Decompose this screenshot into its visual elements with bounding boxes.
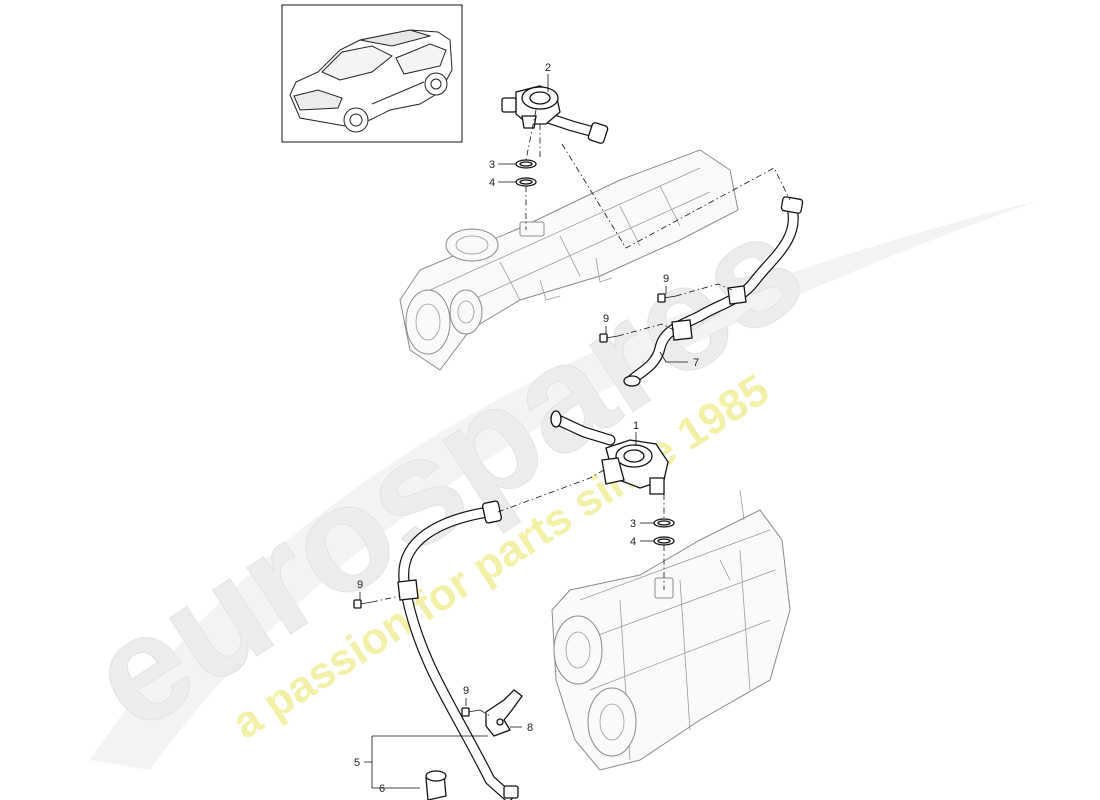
part-5-hose-lower bbox=[397, 500, 519, 800]
callout-2: 2 bbox=[545, 62, 551, 74]
part-8-bracket bbox=[485, 689, 523, 737]
bolt-b bbox=[599, 333, 619, 343]
callout-9-b: 9 bbox=[603, 313, 609, 325]
upper-cylinder-head bbox=[399, 149, 739, 371]
watermark-swoosh bbox=[90, 200, 1040, 770]
callout-4-lower: 4 bbox=[630, 536, 636, 548]
callout-4-upper: 4 bbox=[489, 177, 495, 189]
lower-cylinder-head bbox=[551, 489, 791, 771]
seal-rings-lower bbox=[653, 518, 675, 546]
callout-6: 6 bbox=[379, 783, 385, 795]
bolts bbox=[353, 293, 677, 717]
part-7-hose-upper bbox=[623, 196, 804, 387]
bolt-d bbox=[461, 707, 481, 717]
callout-3-lower: 3 bbox=[630, 518, 636, 530]
callout-9-d: 9 bbox=[463, 685, 469, 697]
bolt-c bbox=[353, 599, 373, 609]
callout-8: 8 bbox=[527, 722, 533, 734]
callout-9-a: 9 bbox=[663, 273, 669, 285]
connector-lines bbox=[371, 109, 791, 717]
callout-9-c: 9 bbox=[357, 579, 363, 591]
callout-1: 1 bbox=[633, 420, 639, 432]
car-drawing bbox=[289, 29, 453, 133]
bolt-a bbox=[657, 293, 677, 303]
part-2-oil-separator-upper bbox=[501, 85, 609, 144]
leader-lines bbox=[359, 74, 688, 789]
callout-5: 5 bbox=[354, 757, 360, 769]
part-6-cap bbox=[425, 770, 447, 800]
callout-7: 7 bbox=[693, 357, 699, 369]
part-1-oil-separator-lower bbox=[550, 410, 669, 495]
callout-3-upper: 3 bbox=[489, 159, 495, 171]
vehicle-thumbnail bbox=[281, 4, 463, 143]
callouts: 1 2 3 4 3 4 5 6 7 8 9 9 9 9 bbox=[354, 62, 699, 795]
seal-rings-upper bbox=[515, 159, 537, 187]
